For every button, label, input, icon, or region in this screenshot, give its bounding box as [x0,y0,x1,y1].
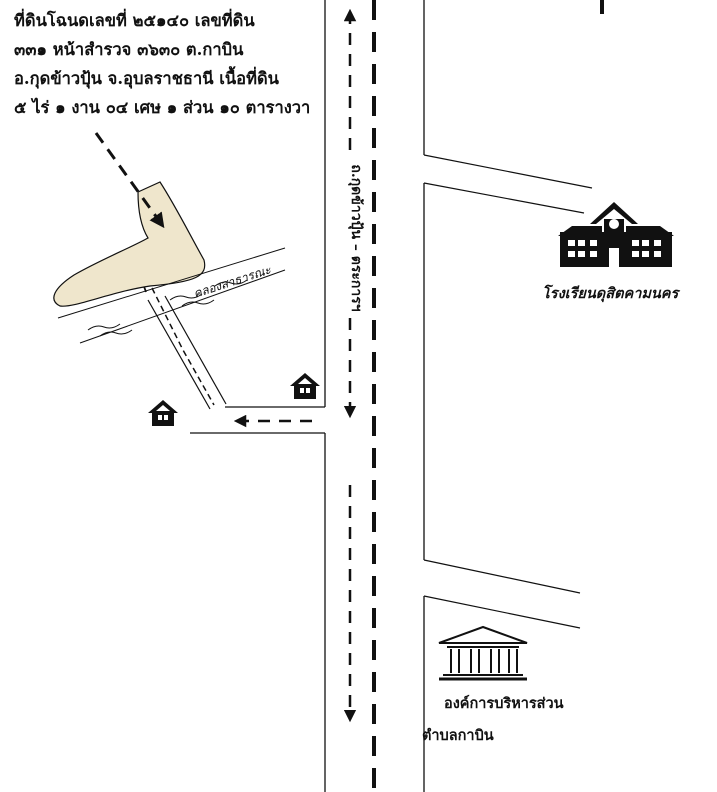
side-streets [147,154,593,629]
parcel-line-3: อ.กุดข้าวปุ้น จ.อุบลราชธานี เนื้อที่ดิน [14,69,279,88]
lane-route [151,287,215,406]
canal [57,247,286,344]
canal-top-bank [57,247,286,319]
school-building-icon [558,202,674,267]
canal-wave-4 [181,299,215,307]
parcel-pointer-arrow [94,132,165,229]
lane-right-edge [164,295,227,405]
canal-bottom-bank [79,269,286,344]
parcel-line-4: ๕ ไร่ ๑ งาน ๐๔ เศษ ๑ ส่วน ๑๐ ตารางวา [14,98,311,117]
office-label-line1: องค์การบริหารส่วน [444,695,564,712]
canal-wave-5 [214,279,248,287]
house-icon [290,373,320,399]
canal-wave-1 [87,323,121,331]
school-label: โรงเรียนดุสิตคามนคร [542,285,679,302]
parcel-line-2: ๓๓๑ หน้าสำรวจ ๓๖๓๐ ต.กาบิน [14,40,244,59]
parcel-line-1: ที่ดินโฉนดเลขที่ ๒๕๑๔๐ เลขที่ดิน [14,11,255,30]
land-parcel [53,181,206,307]
main-road-label: ถ.กุดข้าวปุ้น – ตระการฯ [348,164,364,311]
direction-arrows [233,8,357,723]
office-label-line2: ตำบลกาบิน [422,727,494,744]
house-icon [148,400,178,426]
government-building-icon [438,625,528,681]
canal-wave-2 [99,329,133,337]
canal-wave-3 [169,293,203,301]
side-street-upper-bottom [423,182,585,214]
parcel-description: ที่ดินโฉนดเลขที่ ๒๕๑๔๐ เลขที่ดิน ๓๓๑ หน้… [14,6,314,122]
side-street-lower-top [423,559,581,594]
side-street-lower-bottom [423,595,581,629]
side-street-upper-top [423,154,593,189]
main-road [324,0,425,792]
lane-left-edge [147,299,211,410]
